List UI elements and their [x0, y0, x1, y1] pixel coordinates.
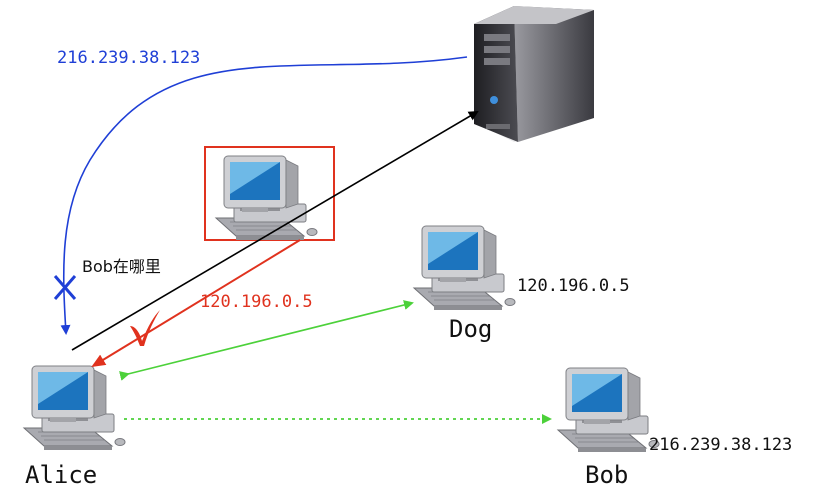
- dog-ip-label: 120.196.0.5: [517, 276, 630, 296]
- dog-link-arrow: [119, 300, 414, 381]
- bob-label: Bob: [585, 461, 628, 489]
- alice-computer-icon: [23, 365, 126, 451]
- dog-computer-icon: [413, 225, 516, 311]
- x-mark-icon: [53, 275, 77, 300]
- spoofer-computer-icon: [215, 155, 318, 241]
- bob-computer-icon: [557, 367, 660, 453]
- bob-ip-label: 216.239.38.123: [649, 435, 792, 455]
- check-mark-icon: [130, 310, 160, 346]
- server-reply-ip-label: 216.239.38.123: [57, 48, 200, 68]
- server-reply-arrow: [60, 56, 468, 335]
- query-text-label: Bob在哪里: [82, 257, 161, 276]
- alice-label: Alice: [25, 461, 97, 489]
- dog-label: Dog: [449, 315, 492, 343]
- spoofed-reply-ip-label: 120.196.0.5: [200, 292, 313, 312]
- tower-server-icon: [474, 6, 594, 142]
